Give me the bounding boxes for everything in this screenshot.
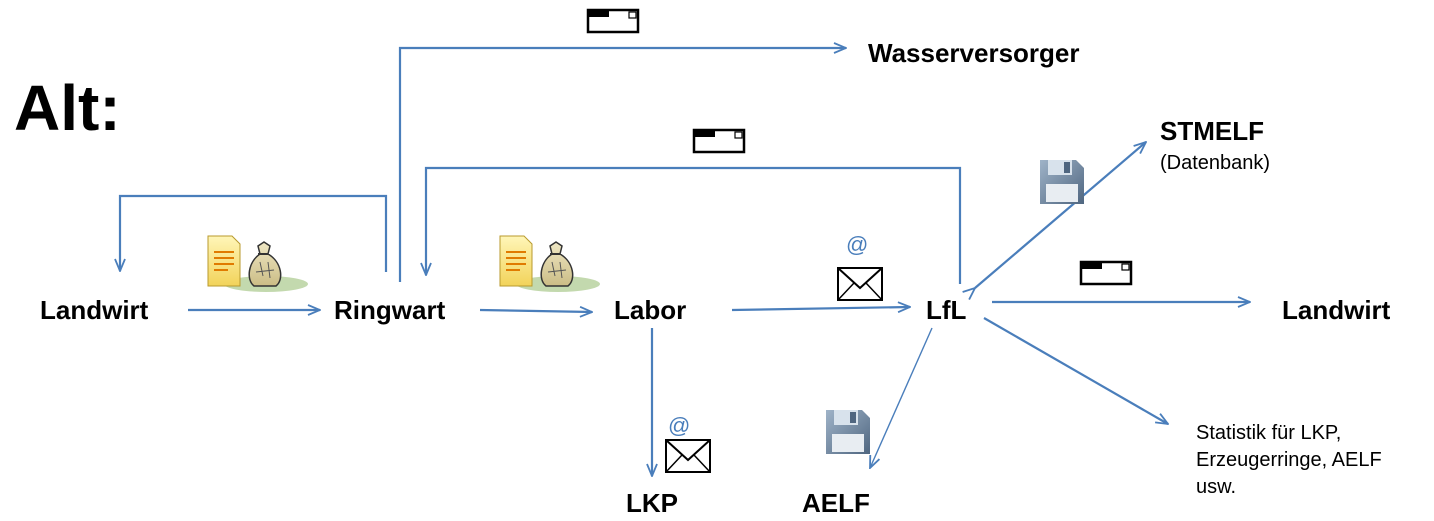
statistik-line: Statistik für LKP, [1196,422,1342,444]
statistik-line: Erzeugerringe, AELF [1196,449,1382,471]
node-lfl: LfL [926,295,967,325]
letter-icon [1079,260,1133,286]
email-icon [665,439,711,473]
node-landwirt-right: Landwirt [1282,295,1391,325]
node-ringwart: Ringwart [334,295,446,325]
arrow-ringwart-labor [479,310,592,312]
arrow-lfl-ringwart [426,166,962,284]
arrow-lfl-aelf [870,327,933,468]
node-stmelf: STMELF [1160,116,1264,146]
letter-icon [586,8,640,34]
floppy-disk-icon [826,410,870,454]
page-title: Alt: [14,72,121,144]
arrow-labor-lfl [731,307,910,310]
arrow-ringwart-wasserversorger [398,48,846,282]
arrow-lfl-statistik [983,317,1168,424]
node-labor: Labor [614,295,687,325]
node-lkp: LKP [626,488,678,518]
statistik-line: usw. [1196,476,1237,498]
node-statistik: Statistik für LKP, Erzeugerringe, AELF u… [1196,420,1382,501]
arrow-lfl-stmelf [975,142,1146,288]
node-wasserversorger: Wasserversorger [868,38,1080,68]
document-and-sample-bag-icon [499,235,601,293]
node-aelf: AELF [802,488,870,518]
email-at-symbol: @ [668,413,690,438]
node-landwirt-left: Landwirt [40,295,149,325]
arrow-ringwart-landwirt [120,194,388,272]
document-and-sample-bag-icon [207,235,309,293]
email-icon [837,267,883,301]
email-at-symbol: @ [846,232,868,257]
node-stmelf-subtitle: (Datenbank) [1160,152,1271,174]
letter-icon [692,128,746,154]
floppy-disk-icon [1040,160,1084,204]
